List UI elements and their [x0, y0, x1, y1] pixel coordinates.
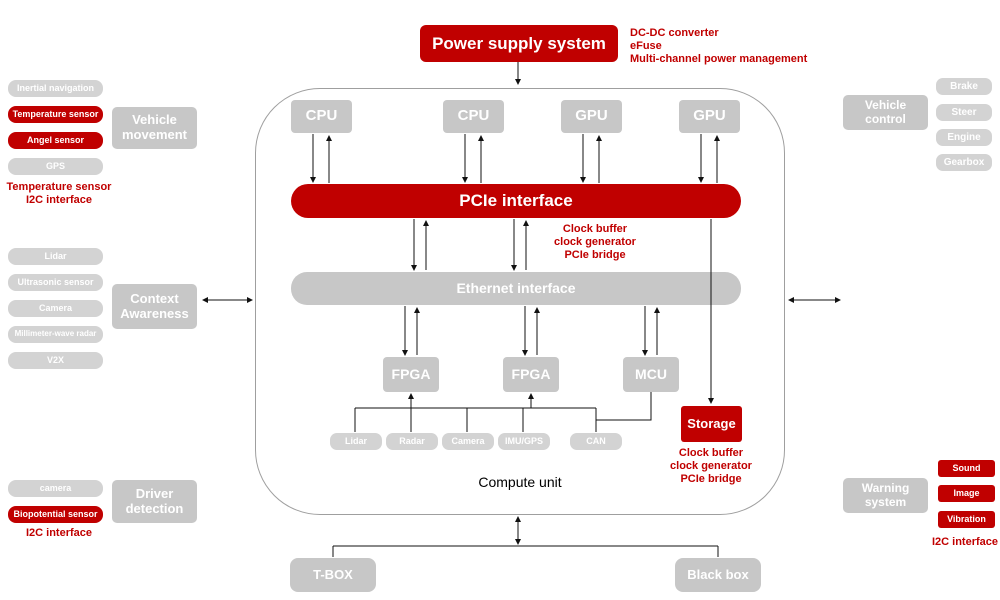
cpu-node-1: CPU	[291, 100, 352, 133]
note-line: clock generator	[554, 236, 636, 248]
pcie-notes: Clock buffer clock generator PCIe bridge	[520, 223, 670, 262]
compute-unit-label: Compute unit	[478, 474, 562, 490]
vehicle-movement-node: Vehicle movement	[112, 107, 197, 149]
gpu-node-2: GPU	[679, 100, 740, 133]
storage-node: Storage	[681, 406, 742, 442]
actuator-brake: Brake	[936, 78, 992, 95]
note-line: Temperature sensor	[6, 181, 112, 193]
sensor-driver-camera: camera	[8, 480, 103, 497]
io-imu-gps: IMU/GPS	[498, 433, 550, 450]
actuator-gearbox: Gearbox	[936, 154, 992, 171]
ethernet-interface-bar: Ethernet interface	[291, 272, 741, 305]
sensor-lidar: Lidar	[8, 248, 103, 265]
note-line: PCIe bridge	[564, 249, 626, 261]
note-line: eFuse	[630, 40, 662, 52]
note-line: Multi-channel power management	[630, 53, 808, 65]
compute-unit-frame	[255, 88, 785, 515]
note-line: I2C interface	[25, 527, 93, 539]
io-camera: Camera	[442, 433, 494, 450]
sensor-temperature: Temperature sensor	[8, 106, 103, 123]
gpu-node-1: GPU	[561, 100, 622, 133]
actuator-steer: Steer	[936, 104, 992, 121]
note-line: PCIe bridge	[680, 473, 742, 485]
sensor-biopotential: Biopotential sensor	[8, 506, 103, 523]
note-line: DC-DC converter	[630, 27, 719, 39]
note-line: I2C interface	[931, 536, 999, 548]
power-supply-notes: DC-DC converter eFuse Multi-channel powe…	[630, 27, 870, 66]
tbox-node: T-BOX	[290, 558, 376, 592]
sensor-millimeter-wave-radar: Millimeter-wave radar	[8, 326, 103, 343]
io-radar: Radar	[386, 433, 438, 450]
note-line: clock generator	[670, 460, 752, 472]
note-line: Clock buffer	[678, 447, 744, 459]
sensor-ultrasonic: Ultrasonic sensor	[8, 274, 103, 291]
black-box-node: Black box	[675, 558, 761, 592]
output-image: Image	[938, 485, 995, 502]
io-lidar: Lidar	[330, 433, 382, 450]
warning-system-node: Warning system	[843, 478, 928, 513]
driver-detection-node: Driver detection	[112, 480, 197, 523]
power-supply-system-node: Power supply system	[420, 25, 618, 62]
storage-notes: Clock buffer clock generator PCIe bridge	[641, 447, 781, 486]
pcie-interface-bar: PCIe interface	[291, 184, 741, 218]
vehicle-control-node: Vehicle control	[843, 95, 928, 130]
output-sound: Sound	[938, 460, 995, 477]
sensor-angel: Angel sensor	[8, 132, 103, 149]
fpga-node-2: FPGA	[503, 357, 559, 392]
note-line: I2C interface	[25, 194, 93, 206]
cpu-node-2: CPU	[443, 100, 504, 133]
context-awareness-node: Context Awareness	[112, 284, 197, 329]
vehicle-movement-notes: Temperature sensor I2C interface	[2, 181, 116, 207]
io-can: CAN	[570, 433, 622, 450]
fpga-node-1: FPGA	[383, 357, 439, 392]
driver-detection-notes: I2C interface	[2, 527, 116, 540]
output-vibration: Vibration	[938, 511, 995, 528]
sensor-camera: Camera	[8, 300, 103, 317]
mcu-node: MCU	[623, 357, 679, 392]
sensor-inertial-navigation: Inertial navigation	[8, 80, 103, 97]
sensor-v2x: V2X	[8, 352, 103, 369]
warning-system-notes: I2C interface	[925, 536, 1000, 549]
sensor-gps: GPS	[8, 158, 103, 175]
note-line: Clock buffer	[562, 223, 628, 235]
actuator-engine: Engine	[936, 129, 992, 146]
